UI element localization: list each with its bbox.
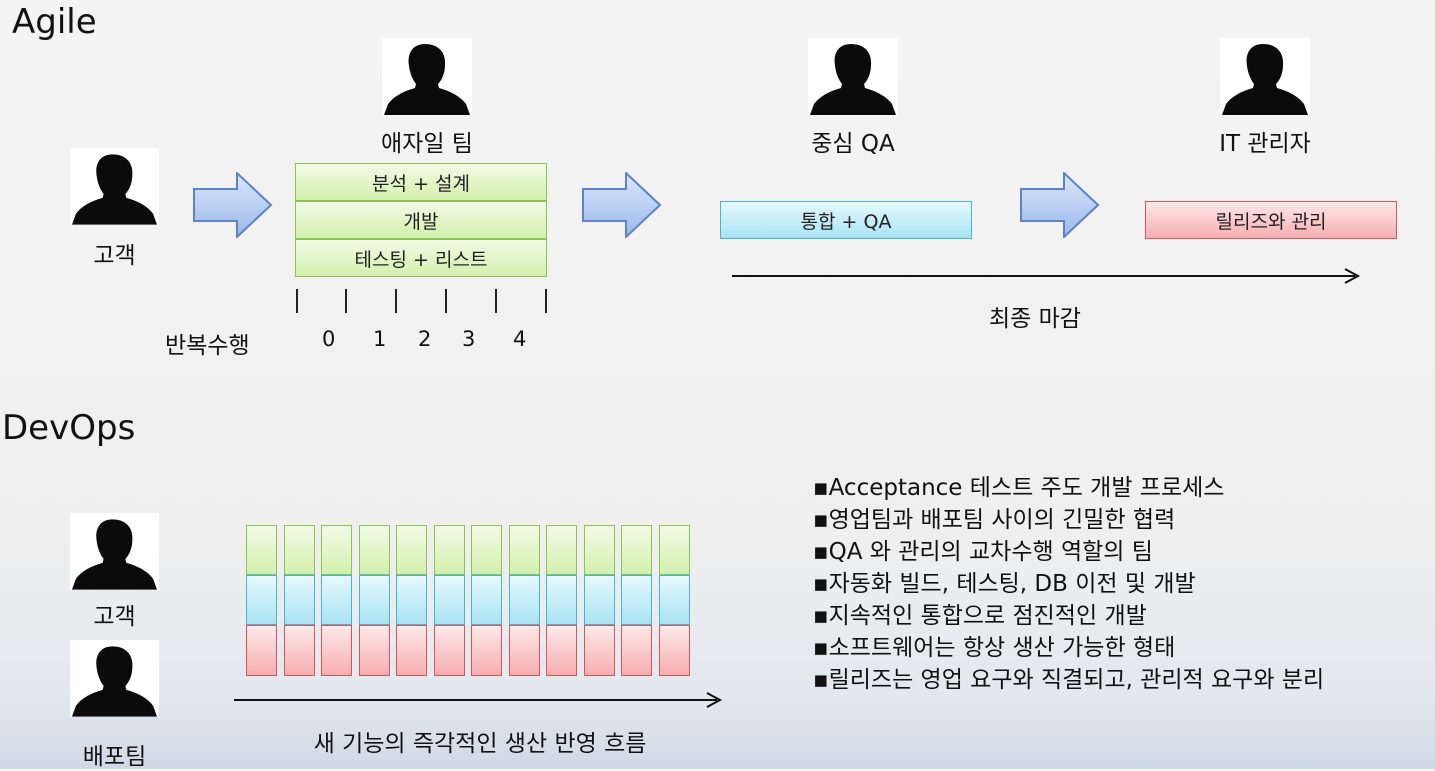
devops-column-segment-blue (284, 575, 315, 625)
devops-column-segment-green (396, 525, 427, 575)
devops-column (396, 525, 427, 676)
iteration-number: 1 (373, 327, 387, 351)
devops-column-segment-blue (584, 575, 615, 625)
devops-column-segment-red (284, 625, 315, 676)
devops-column (546, 525, 577, 676)
devops-column-segment-green (246, 525, 277, 575)
deploy-team-person-icon (70, 640, 159, 717)
devops-column-segment-red (584, 625, 615, 676)
iteration-tick (345, 289, 347, 313)
devops-column (509, 525, 540, 676)
bullet-item: ▪자동화 빌드, 테스팅, DB 이전 및 개발 (813, 571, 1196, 597)
devops-column-segment-red (471, 625, 502, 676)
devops-column (359, 525, 390, 676)
devops-column-segment-red (659, 625, 690, 676)
devops-column-segment-green (359, 525, 390, 575)
deadline-label: 최종 마감 (989, 306, 1081, 332)
devops-column (246, 525, 277, 676)
devops-column-segment-green (659, 525, 690, 575)
iteration-number: 0 (322, 327, 336, 351)
release-management-box: 릴리즈와 관리 (1145, 201, 1397, 239)
devops-column (621, 525, 652, 676)
analysis-design-box: 분석 + 설계 (295, 163, 547, 201)
devops-column-segment-green (546, 525, 577, 575)
devops-column-segment-red (321, 625, 352, 676)
bullet-item: ▪영업팀과 배포팀 사이의 긴밀한 협력 (813, 507, 1176, 533)
agile-team-label: 애자일 팀 (381, 131, 473, 157)
devops-column-segment-red (621, 625, 652, 676)
timeline-arrow (732, 268, 1361, 284)
devops-column-segment-green (321, 525, 352, 575)
iteration-number: 3 (462, 327, 476, 351)
customer-label: 고객 (93, 243, 136, 269)
devops-column (659, 525, 690, 676)
qa-person-icon (808, 38, 898, 115)
devops-column-segment-green (509, 525, 540, 575)
right-arrow-icon (582, 172, 662, 238)
devops-column-segment-blue (659, 575, 690, 625)
bullet-item: ▪QA 와 관리의 교차수행 역할의 팀 (813, 539, 1153, 565)
right-arrow-icon (193, 172, 273, 238)
devops-column-segment-blue (359, 575, 390, 625)
devops-column-segment-red (359, 625, 390, 676)
devops-column-segment-green (584, 525, 615, 575)
iteration-tick (545, 289, 547, 313)
devops-column (584, 525, 615, 676)
devops-column-segment-blue (396, 575, 427, 625)
devops-title: DevOps (2, 408, 136, 448)
devops-column-segment-blue (546, 575, 577, 625)
iteration-tick (445, 289, 447, 313)
devops-column-segment-red (546, 625, 577, 676)
devops-column-segment-blue (621, 575, 652, 625)
deploy-team-label: 배포팀 (82, 744, 147, 770)
devops-column (434, 525, 465, 676)
devops-column-segment-blue (246, 575, 277, 625)
devops-column-segment-red (509, 625, 540, 676)
devops-column-segment-red (396, 625, 427, 676)
devops-customer-label: 고객 (93, 604, 136, 630)
iteration-tick (395, 289, 397, 313)
bullet-item: ▪Acceptance 테스트 주도 개발 프로세스 (813, 475, 1225, 501)
flow-arrow (234, 692, 723, 708)
right-arrow-icon (1020, 172, 1100, 238)
devops-column-segment-green (434, 525, 465, 575)
integration-qa-box: 통합 + QA (720, 201, 972, 239)
iteration-number: 2 (418, 327, 432, 351)
devops-column-segment-red (246, 625, 277, 676)
devops-column-segment-green (471, 525, 502, 575)
testing-list-box: 테스팅 + 리스트 (295, 239, 547, 277)
devops-column (321, 525, 352, 676)
it-manager-label: IT 관리자 (1219, 131, 1311, 157)
it-manager-person-icon (1220, 38, 1310, 115)
iteration-tick (296, 289, 298, 313)
bullet-item: ▪지속적인 통합으로 점진적인 개발 (813, 603, 1147, 629)
devops-column-segment-blue (434, 575, 465, 625)
devops-customer-person-icon (70, 513, 159, 590)
iteration-tick (495, 289, 497, 313)
devops-column-segment-green (284, 525, 315, 575)
agile-team-person-icon (382, 38, 472, 115)
iteration-number: 4 (513, 327, 527, 351)
devops-column-segment-green (621, 525, 652, 575)
development-box: 개발 (295, 201, 547, 239)
qa-label: 중심 QA (811, 131, 895, 157)
bullet-item: ▪소프트웨어는 항상 생산 가능한 형태 (813, 635, 1176, 661)
flow-label: 새 기능의 즉각적인 생산 반영 흐름 (313, 731, 647, 757)
devops-column-segment-red (434, 625, 465, 676)
devops-column (284, 525, 315, 676)
bullet-item: ▪릴리즈는 영업 요구와 직결되고, 관리적 요구와 분리 (813, 667, 1325, 693)
agile-title: Agile (12, 2, 97, 42)
devops-column-segment-blue (471, 575, 502, 625)
devops-column-segment-blue (509, 575, 540, 625)
iteration-label: 반복수행 (165, 333, 250, 359)
devops-column (471, 525, 502, 676)
devops-column-segment-blue (321, 575, 352, 625)
devops-bullet-list: ▪Acceptance 테스트 주도 개발 프로세스 ▪영업팀과 배포팀 사이의… (813, 472, 1324, 696)
customer-person-icon (70, 148, 159, 225)
